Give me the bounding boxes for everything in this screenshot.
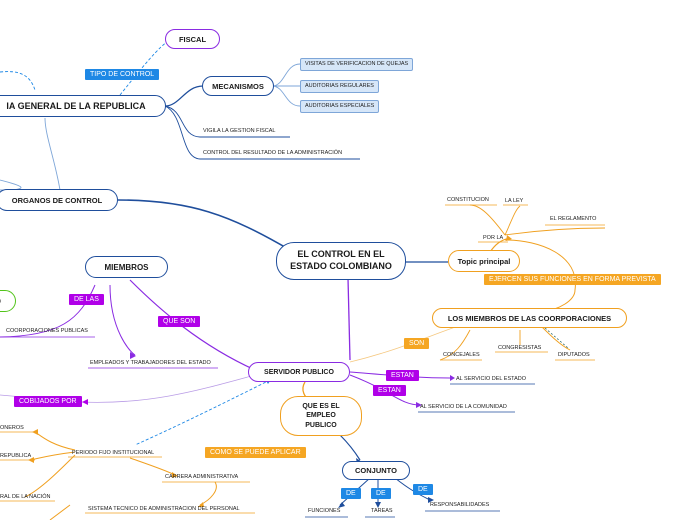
label-empleados[interactable]: EMPLEADOS Y TRABAJADORES DEL ESTADO xyxy=(90,360,211,366)
tag-son[interactable]: SON xyxy=(404,338,430,349)
que-es-node[interactable]: QUE ES EL EMPLEO PUBLICO xyxy=(280,396,362,436)
label-left-nacion[interactable]: RAL DE LA NACIÓN xyxy=(0,494,51,500)
connector-diputados-arrow xyxy=(544,327,569,349)
topic-principal-node[interactable]: Topic principal xyxy=(448,250,520,272)
label-left-republica[interactable]: REPUBLICA xyxy=(0,453,32,459)
tag-de-3[interactable]: DE xyxy=(413,484,433,495)
connector-servidor-periodo xyxy=(134,379,271,446)
label-congresistas[interactable]: CONGRESISTAS xyxy=(498,345,542,351)
arrowhead-estan1 xyxy=(450,375,455,381)
los-miembros-node[interactable]: LOS MIEMBROS DE LAS COORPORACIONES xyxy=(432,308,627,328)
connector-contraloria-control xyxy=(164,105,360,160)
miembros-node[interactable]: MIEMBROS xyxy=(85,256,168,278)
connector-mecanismos-boxes xyxy=(271,63,301,107)
arrowhead-porla xyxy=(506,235,512,241)
tag-estan-2[interactable]: ESTAN xyxy=(373,385,406,396)
central-topic[interactable]: EL CONTROL EN EL ESTADO COLOMBIANO xyxy=(276,242,406,280)
organos-node[interactable]: ORGANOS DE CONTROL xyxy=(0,189,118,211)
connector-ejercen-loop xyxy=(504,239,576,313)
label-al-servicio-estado[interactable]: AL SERVICIO DEL ESTADO xyxy=(456,376,526,382)
label-sistema[interactable]: SISTEMA TECNICO DE ADMINISTRACION DEL PE… xyxy=(88,506,240,512)
connector-carrera-sistema xyxy=(199,481,217,506)
label-por-la[interactable]: POR LA xyxy=(483,235,504,241)
label-tareas[interactable]: TAREAS xyxy=(371,508,393,514)
label-la-ley[interactable]: LA LEY xyxy=(505,198,524,204)
mecanismos-node[interactable]: MECANISMOS xyxy=(202,76,274,96)
label-responsabilidades[interactable]: RESPONSABILIDADES xyxy=(430,502,490,508)
label-coorporaciones[interactable]: COORPORACIONES PUBLICAS xyxy=(6,328,88,334)
arrowhead-periodo-left xyxy=(32,429,38,435)
label-constitucion[interactable]: CONSTITUCION xyxy=(447,197,489,203)
label-funciones[interactable]: FUNCIONES xyxy=(308,508,341,514)
label-concejales[interactable]: CONCEJALES xyxy=(443,352,480,358)
box-auditorias-especiales[interactable]: AUDITORIAS ESPECIALES xyxy=(300,100,380,113)
arrowhead-cobijados xyxy=(82,399,88,405)
connector-organos-contraloria xyxy=(44,117,61,191)
tag-cobijados[interactable]: COBIJADOS POR xyxy=(14,396,82,407)
tag-que-son[interactable]: QUE SON xyxy=(158,316,201,327)
arrowhead-sistema xyxy=(198,502,204,507)
servidor-node[interactable]: SERVIDOR PUBLICO xyxy=(248,362,350,382)
tag-estan-1[interactable]: ESTAN xyxy=(386,370,419,381)
connector-quees-conjunto xyxy=(339,434,361,461)
arrowhead-tareas xyxy=(375,502,381,508)
connector-contraloria-mecanismos xyxy=(164,85,204,107)
label-left-oneros[interactable]: ONEROS xyxy=(0,425,24,431)
arrowhead-funciones xyxy=(338,502,345,508)
arrowhead-empleados xyxy=(130,352,136,359)
label-control-resultado[interactable]: CONTROL DEL RESULTADO DE LA ADMINISTRACI… xyxy=(203,150,343,156)
connector-miembros-empleados xyxy=(109,284,136,356)
label-diputados[interactable]: DIPUTADOS xyxy=(558,352,590,358)
fiscal-node[interactable]: FISCAL xyxy=(165,29,220,49)
tag-tipo-control[interactable]: TIPO DE CONTROL xyxy=(85,69,160,80)
connector-servidor-cobijados xyxy=(0,374,256,403)
connector-periodo-left xyxy=(24,431,76,498)
arrowhead-estan2 xyxy=(416,402,422,408)
connector-contraloria-vigila xyxy=(164,105,290,138)
label-carrera[interactable]: CARRERA ADMINISTRATIVA xyxy=(165,474,239,480)
connector-left-bottom xyxy=(49,504,71,520)
connector-dashed-left xyxy=(0,71,36,91)
arrowhead-resp xyxy=(428,497,434,503)
tag-como-aplicar[interactable]: COMO SE PUEDE APLICAR xyxy=(205,447,306,458)
label-periodo[interactable]: PERIODO FIJO INSTITUCIONAL xyxy=(72,450,155,456)
conjunto-node[interactable]: CONJUNTO xyxy=(342,461,410,480)
arrowhead-periodo-republica xyxy=(28,457,34,463)
box-visitas[interactable]: VISITAS DE VERIFICACION DE QUEJAS xyxy=(300,58,414,71)
box-auditorias-regulares[interactable]: AUDITORIAS REGULARES xyxy=(300,80,379,93)
label-el-reglamento[interactable]: EL REGLAMENTO xyxy=(550,216,597,222)
connector-central-organos xyxy=(117,199,291,251)
label-vigila[interactable]: VIGILA LA GESTION FISCAL xyxy=(203,128,276,134)
tag-de-1[interactable]: DE xyxy=(341,488,361,499)
connector-contraloria-fiscal xyxy=(119,39,171,96)
tag-ejercen[interactable]: EJERCEN SUS FUNCIONES EN FORMA PREVISTA xyxy=(484,274,661,285)
label-al-servicio-comunidad[interactable]: AL SERVICIO DE LA COMUNIDAD xyxy=(420,404,507,410)
connector-central-servidor xyxy=(347,277,351,361)
contraloria-node[interactable]: IA GENERAL DE LA REPUBLICA xyxy=(0,95,166,117)
connector-periodo-carrera xyxy=(129,457,176,476)
tag-de-2[interactable]: DE xyxy=(371,488,391,499)
arrowhead-carrera xyxy=(172,472,178,478)
tag-de-las[interactable]: DE LAS xyxy=(69,294,104,305)
left-green-node[interactable]: D xyxy=(0,290,16,312)
